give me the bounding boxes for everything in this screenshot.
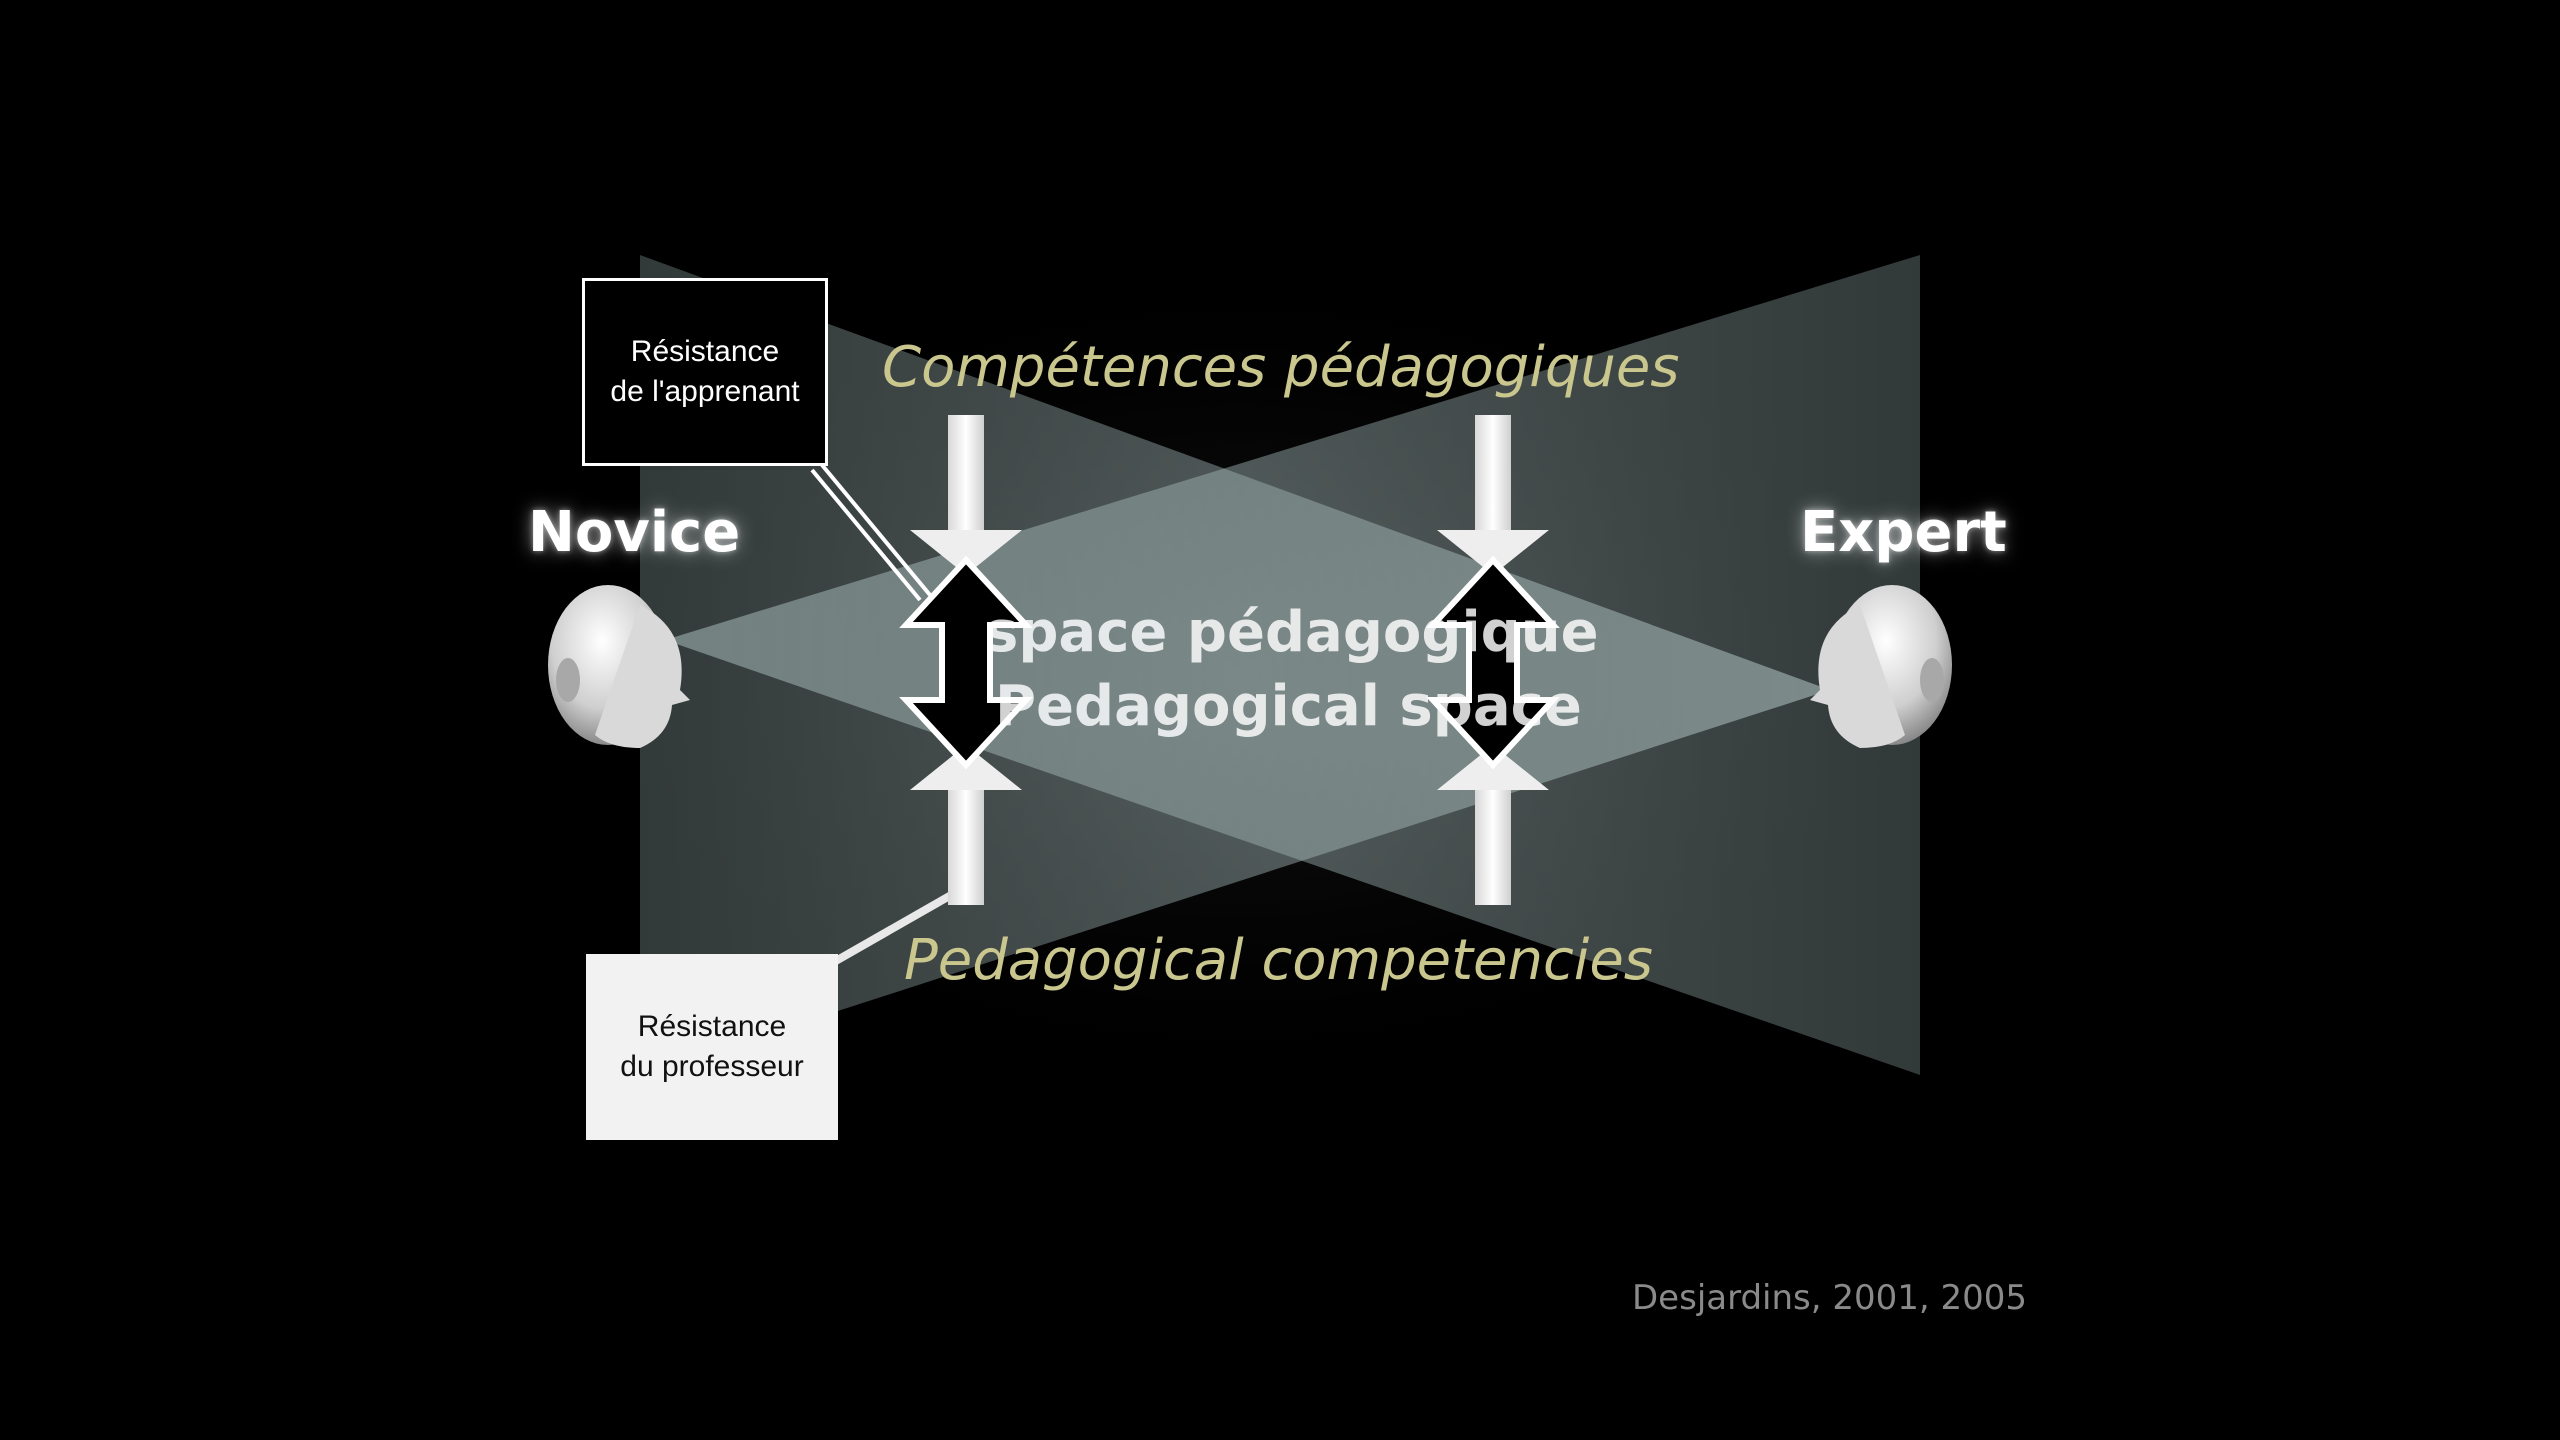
expert-label: Expert (1800, 500, 2007, 565)
vertical-double-arrow-icon (899, 415, 1033, 905)
learner-box-line2: de l'apprenant (610, 375, 800, 408)
learner-resistance-box: Résistance de l'apprenant (582, 278, 828, 466)
center-text-line2: Pedagogical space (995, 674, 1582, 739)
expert-beam (640, 255, 1830, 1075)
top-competencies-label: Compétences pédagogiques (882, 335, 1680, 400)
teacher-resistance-box: Résistance du professeur (586, 954, 838, 1140)
head-facing-right-icon (548, 585, 690, 748)
learner-box-line1: Résistance (630, 335, 780, 368)
novice-label: Novice (528, 500, 741, 565)
teacher-box-line2: du professeur (620, 1050, 804, 1083)
head-facing-left-icon (1810, 585, 1952, 748)
learner-connector (820, 463, 932, 597)
vertical-double-arrow-icon (1426, 415, 1560, 905)
bottom-competencies-label: Pedagogical competencies (904, 928, 1653, 993)
teacher-box-line1: Résistance (637, 1010, 787, 1043)
citation: Desjardins, 2001, 2005 (1632, 1278, 2028, 1318)
center-text-line1: space pédagogique (985, 600, 1599, 665)
teacher-connector (818, 886, 962, 974)
